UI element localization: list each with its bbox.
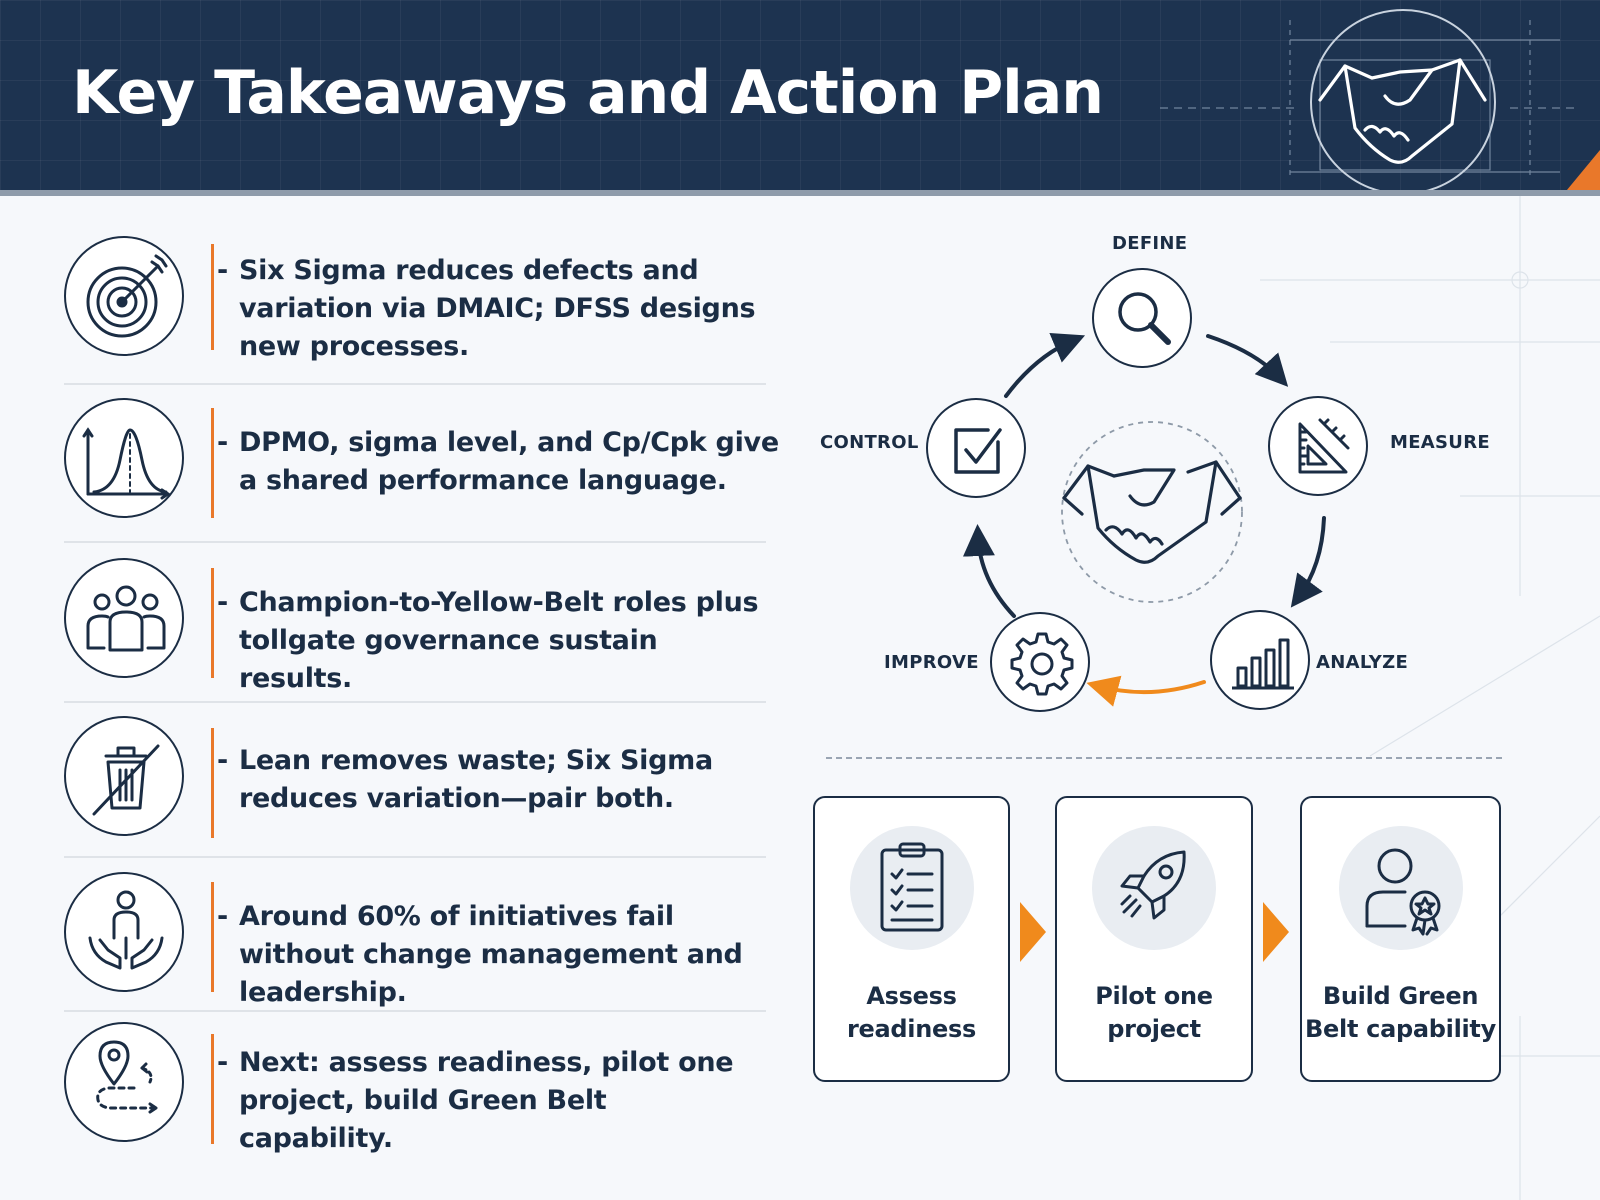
magnifier-icon (1118, 292, 1171, 345)
certified-person-icon (1338, 826, 1463, 950)
takeaway-row-3: Champion-to-Yellow-Belt roles plus tollg… (64, 558, 766, 694)
arrow-control-to-define (1004, 333, 1086, 398)
section-divider (826, 757, 1502, 759)
header-divider (0, 190, 1600, 196)
analyze-step-circle (1210, 610, 1310, 710)
takeaway-row-1: Six Sigma reduces defects and variation … (64, 234, 766, 364)
row-divider (64, 701, 766, 703)
plan-arrow-1-icon (1020, 902, 1046, 962)
row-divider (64, 383, 766, 385)
takeaway-text: DPMO, sigma level, and Cp/Cpk give a sha… (217, 424, 779, 500)
plan-card-green-belt: Build Green Belt capability (1300, 796, 1501, 1082)
plan-label: Build Green Belt capability (1305, 982, 1496, 1043)
supported-person-icon (64, 872, 184, 992)
bar-chart-icon (1232, 638, 1294, 690)
takeaway-row-4: Lean removes waste; Six Sigma reduces va… (64, 716, 766, 846)
takeaway-text: Lean removes waste; Six Sigma reduces va… (217, 742, 759, 818)
target-icon (64, 236, 184, 356)
plan-card-pilot-project: Pilot one project (1055, 796, 1253, 1082)
arrow-improve-to-control (962, 524, 1016, 618)
handshake-icon (1058, 418, 1246, 610)
takeaway-text: Around 60% of initiatives fail without c… (217, 898, 759, 1012)
route-pin-icon (64, 1022, 184, 1142)
checkbox-icon (954, 428, 1002, 474)
accent-bar (211, 728, 214, 838)
orange-corner-accent (1562, 150, 1600, 196)
define-step-circle (1092, 268, 1192, 368)
accent-bar (211, 408, 214, 518)
page-title: Key Takeaways and Action Plan (72, 58, 1104, 128)
takeaway-text: Six Sigma reduces defects and variation … (217, 252, 759, 366)
rocket-icon (1092, 826, 1216, 950)
plan-arrow-2-icon (1263, 902, 1289, 962)
takeaway-text: Champion-to-Yellow-Belt roles plus tollg… (217, 584, 759, 698)
arrow-analyze-to-improve (1086, 675, 1206, 707)
clipboard-checklist-icon (849, 826, 974, 950)
gear-icon (1010, 632, 1074, 696)
define-label: DEFINE (1112, 233, 1188, 254)
accent-bar (211, 568, 214, 678)
team-icon (64, 558, 184, 678)
improve-step-circle (990, 612, 1090, 712)
takeaway-row-5: Around 60% of initiatives fail without c… (64, 870, 766, 1008)
control-step-circle (926, 398, 1026, 498)
plan-label: Pilot one project (1095, 982, 1213, 1043)
ruler-triangle-icon (1298, 418, 1350, 474)
accent-bar (211, 244, 214, 350)
takeaway-text: Next: assess readiness, pilot one projec… (217, 1044, 759, 1158)
analyze-label: ANALYZE (1316, 652, 1409, 673)
improve-label: IMPROVE (884, 652, 979, 673)
accent-bar (211, 882, 214, 992)
no-waste-icon (64, 716, 184, 836)
measure-label: MEASURE (1390, 432, 1490, 453)
plan-card-assess-readiness: Assess readiness (813, 796, 1010, 1082)
bell-curve-icon (64, 398, 184, 518)
control-label: CONTROL (820, 432, 919, 453)
measure-step-circle (1268, 396, 1368, 496)
takeaway-row-2: DPMO, sigma level, and Cp/Cpk give a sha… (64, 396, 779, 526)
takeaway-row-6: Next: assess readiness, pilot one projec… (64, 1022, 766, 1154)
row-divider (64, 541, 766, 543)
arrow-define-to-measure (1206, 334, 1289, 387)
accent-bar (211, 1034, 214, 1144)
header-banner: Key Takeaways and Action Plan (0, 0, 1600, 196)
plan-label: Assess readiness (847, 982, 976, 1043)
row-divider (64, 1010, 766, 1012)
arrow-measure-to-analyze (1290, 516, 1326, 608)
row-divider (64, 856, 766, 858)
